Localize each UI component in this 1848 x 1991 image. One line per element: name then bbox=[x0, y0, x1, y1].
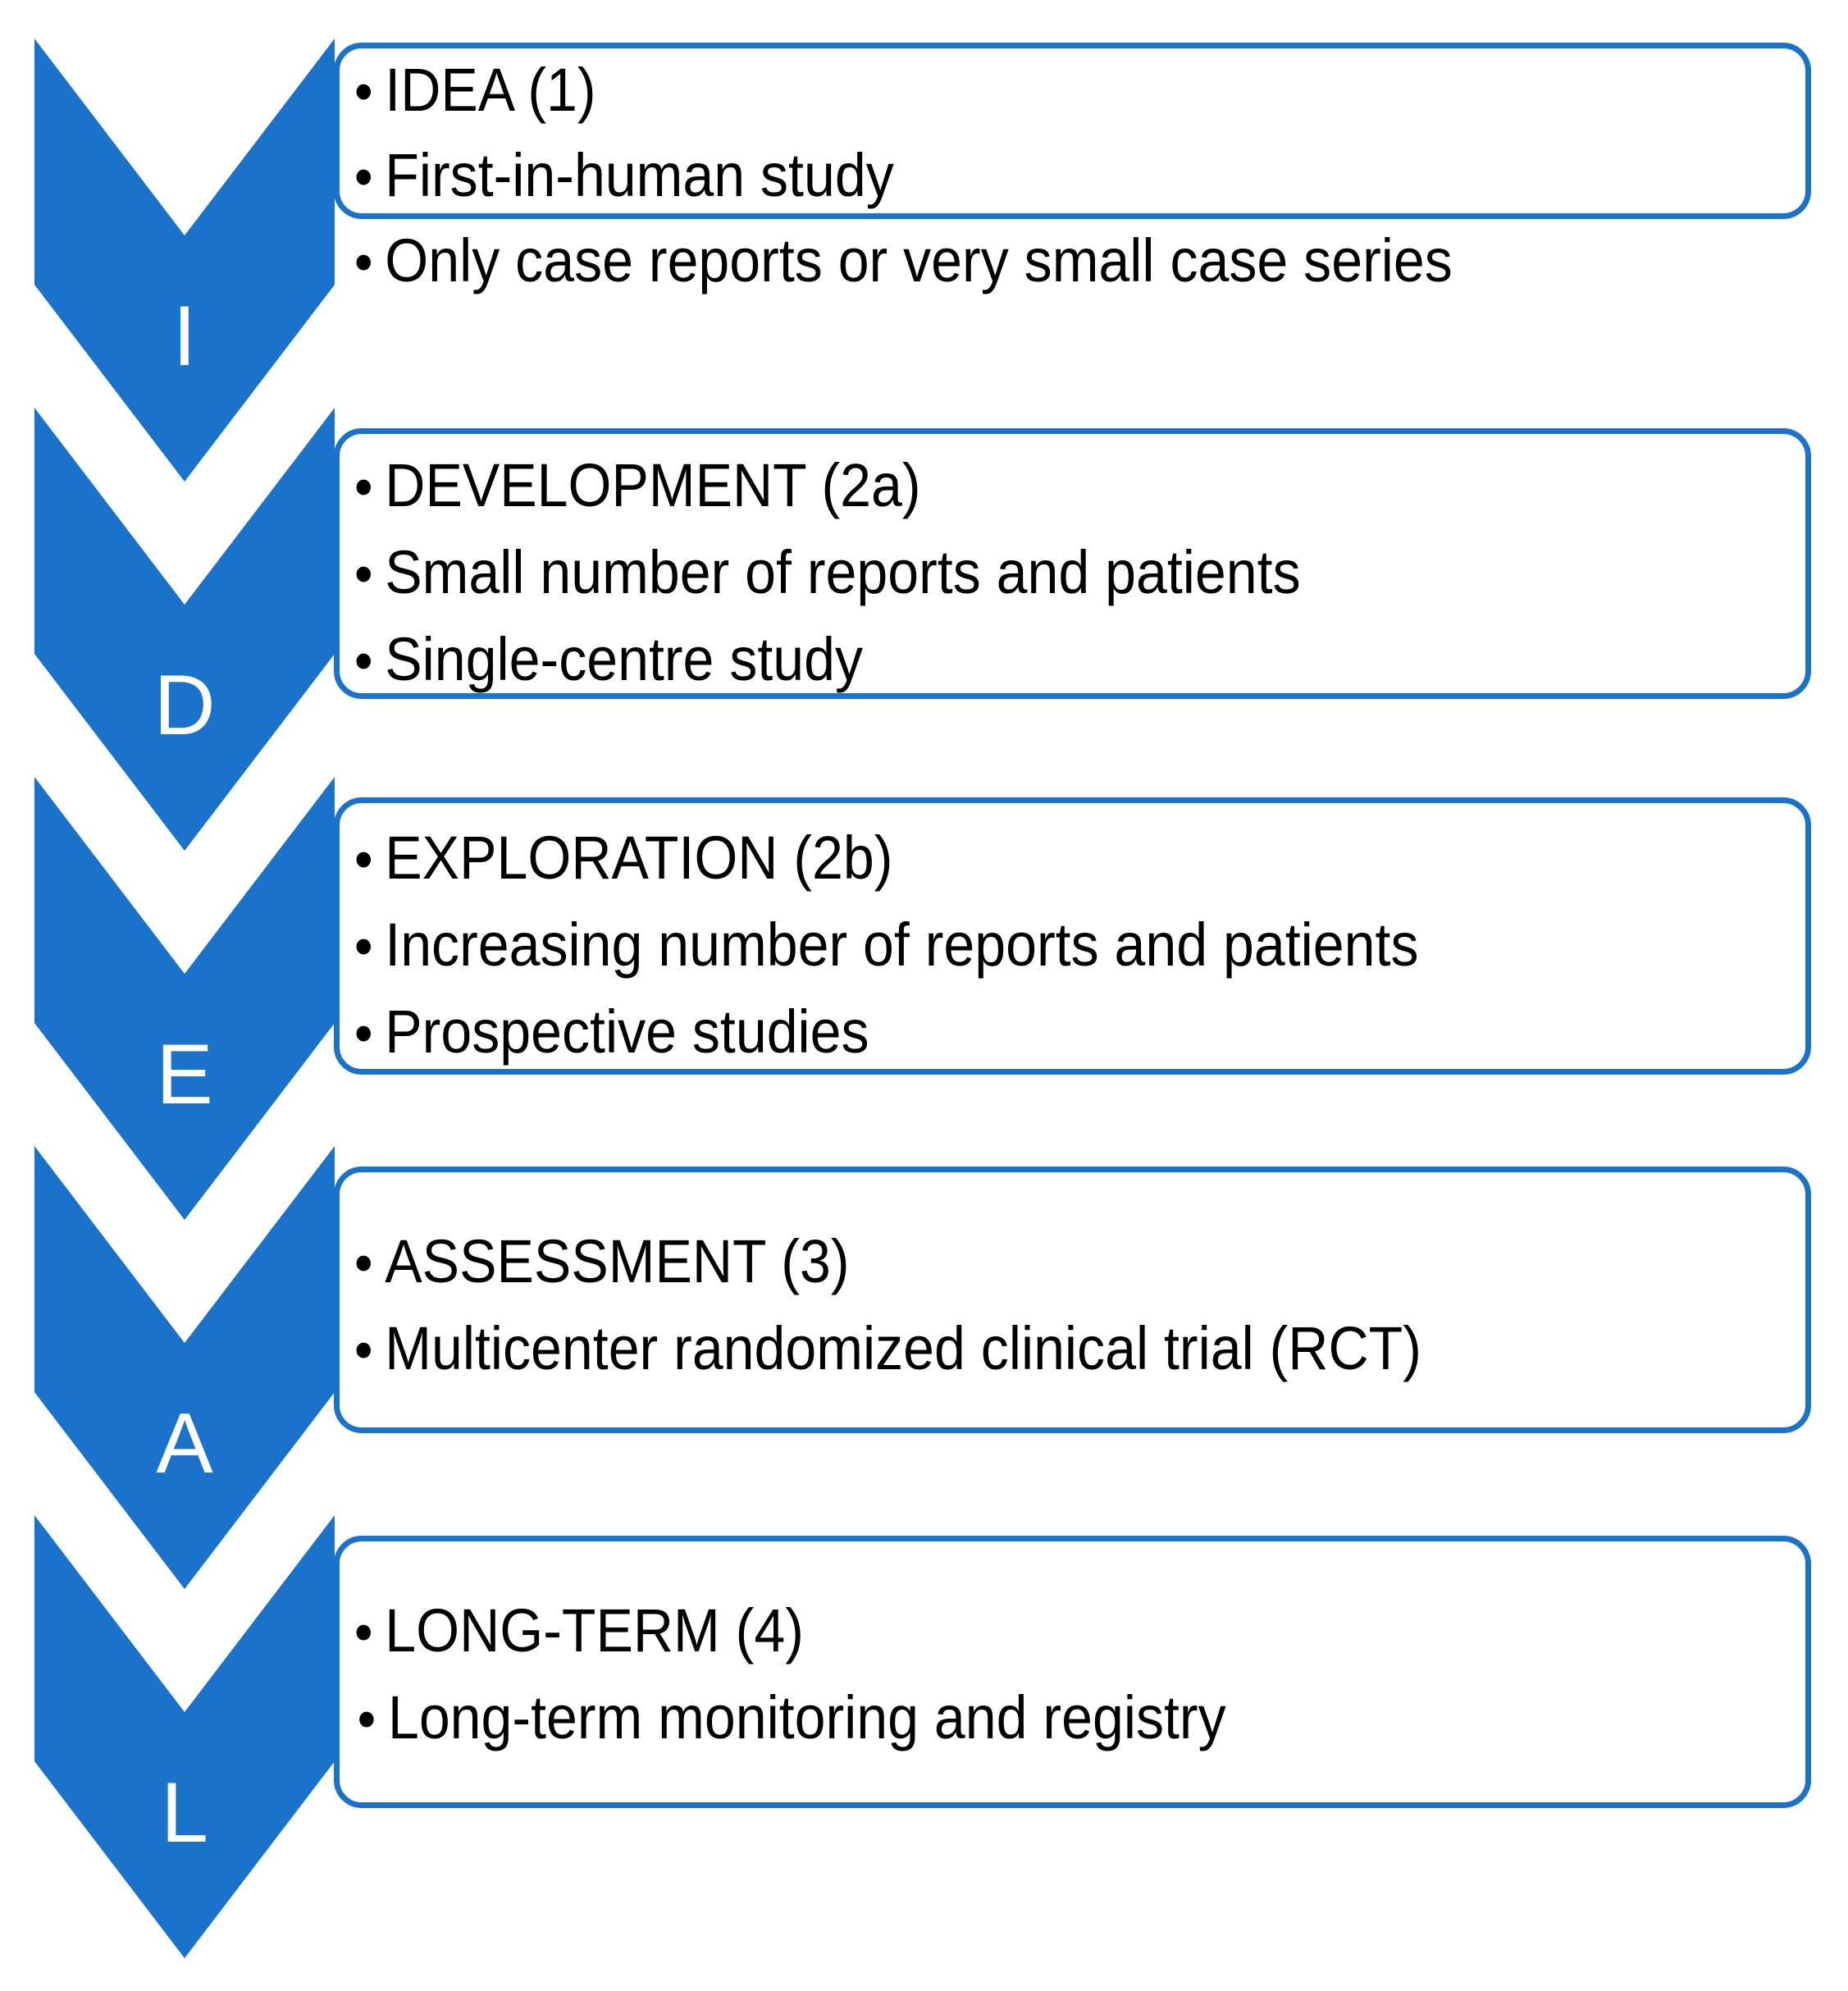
list-item: • Single-centre study bbox=[354, 629, 1689, 690]
bullet-text: ASSESSMENT (3) bbox=[385, 1227, 850, 1295]
bullet-text: Prospective studies bbox=[385, 998, 869, 1066]
chevron-letter-2: D bbox=[153, 658, 216, 753]
bullet-dot-icon: • bbox=[354, 230, 373, 294]
chevron-letter-3: E bbox=[156, 1027, 213, 1122]
stage-box-5: • LONG-TERM (4) • Long-term monitoring a… bbox=[334, 1536, 1811, 1808]
stage-box-4: • ASSESSMENT (3) • Multicenter randomize… bbox=[334, 1167, 1811, 1433]
chevron-arrow-4 bbox=[34, 1146, 335, 1589]
list-item: • DEVELOPMENT (2a) bbox=[354, 455, 1689, 516]
stage-box-2: • DEVELOPMENT (2a) • Small number of rep… bbox=[334, 428, 1811, 699]
stage-box-1: • IDEA (1) • First-in-human study • Only… bbox=[334, 43, 1811, 291]
list-item: • Multicenter randomized clinical trial … bbox=[354, 1318, 1689, 1379]
chevron-letter-1: I bbox=[172, 289, 197, 384]
bullet-text: Small number of reports and patients bbox=[385, 538, 1301, 606]
bullet-dot-icon: • bbox=[354, 1231, 373, 1295]
stage-box-3: • EXPLORATION (2b) • Increasing number o… bbox=[334, 797, 1811, 1075]
list-item: • Prospective studies bbox=[354, 1002, 1689, 1062]
bullet-dot-icon: • bbox=[354, 1001, 373, 1065]
bullet-text: Single-centre study bbox=[385, 625, 864, 693]
bullet-list-1: • IDEA (1) • First-in-human study • Only… bbox=[340, 48, 1805, 291]
bullet-text: DEVELOPMENT (2a) bbox=[385, 451, 921, 519]
bullet-list-2: • DEVELOPMENT (2a) • Small number of rep… bbox=[340, 434, 1805, 690]
bullet-dot-icon: • bbox=[354, 628, 373, 692]
chevron-letter-5: L bbox=[161, 1765, 208, 1861]
chevron-arrow-1 bbox=[34, 39, 335, 482]
list-item: • IDEA (1) bbox=[354, 60, 1689, 121]
list-item: • First-in-human study bbox=[354, 145, 1689, 206]
chevron-arrow-3 bbox=[34, 777, 335, 1220]
bullet-text: Multicenter randomized clinical trial (R… bbox=[385, 1314, 1421, 1382]
list-item: • EXPLORATION (2b) bbox=[354, 828, 1689, 888]
bullet-text: Increasing number of reports and patient… bbox=[385, 911, 1419, 979]
list-item: • Small number of reports and patients bbox=[354, 542, 1689, 603]
bullet-dot-icon: • bbox=[354, 1600, 373, 1664]
bullet-list-5: • LONG-TERM (4) • Long-term monitoring a… bbox=[340, 1541, 1805, 1748]
bullet-dot-icon: • bbox=[354, 59, 373, 123]
bullet-dot-icon: • bbox=[354, 541, 373, 605]
list-item: • Increasing number of reports and patie… bbox=[354, 915, 1689, 975]
chevron-letter-4: A bbox=[156, 1396, 213, 1491]
bullet-text: Long-term monitoring and registry bbox=[387, 1683, 1226, 1751]
bullet-text: First-in-human study bbox=[385, 141, 894, 209]
bullet-list-3: • EXPLORATION (2b) • Increasing number o… bbox=[340, 803, 1805, 1062]
bullet-dot-icon: • bbox=[354, 454, 373, 518]
bullet-dot-icon: • bbox=[354, 144, 373, 208]
bullet-dot-icon: • bbox=[357, 1687, 376, 1751]
bullet-text: EXPLORATION (2b) bbox=[385, 824, 893, 892]
list-item: • Long-term monitoring and registry bbox=[354, 1687, 1689, 1748]
bullet-dot-icon: • bbox=[354, 827, 373, 891]
list-item: • ASSESSMENT (3) bbox=[354, 1231, 1689, 1292]
bullet-dot-icon: • bbox=[354, 1317, 373, 1381]
list-item: • LONG-TERM (4) bbox=[354, 1601, 1689, 1661]
chevron-arrow-2 bbox=[34, 408, 335, 851]
bullet-dot-icon: • bbox=[354, 914, 373, 978]
chevron-arrow-5 bbox=[34, 1515, 335, 1958]
bullet-list-4: • ASSESSMENT (3) • Multicenter randomize… bbox=[340, 1172, 1805, 1379]
bullet-text: IDEA (1) bbox=[385, 56, 596, 124]
bullet-text: LONG-TERM (4) bbox=[385, 1596, 804, 1664]
bullet-text: Only case reports or very small case ser… bbox=[385, 226, 1453, 295]
list-item: • Only case reports or very small case s… bbox=[354, 231, 1689, 291]
